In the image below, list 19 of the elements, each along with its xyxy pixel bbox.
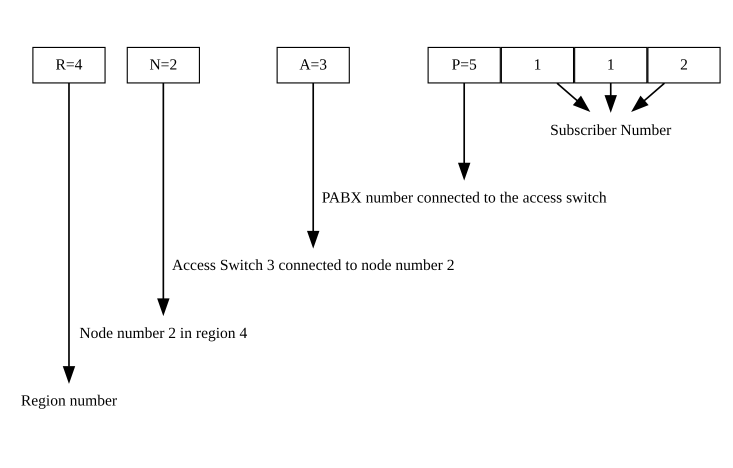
node-box: P=5 bbox=[428, 46, 501, 84]
arrow bbox=[631, 82, 665, 112]
node-box: 1 bbox=[500, 46, 574, 84]
arrow bbox=[62, 82, 76, 384]
node-text: Subscriber Number bbox=[550, 121, 672, 138]
arrow bbox=[157, 82, 170, 316]
node-text: PABX number connected to the access switch bbox=[322, 189, 607, 206]
arrow bbox=[458, 82, 470, 180]
arrow bbox=[556, 82, 590, 112]
node-box: A=3 bbox=[276, 46, 350, 84]
arrow bbox=[604, 82, 617, 112]
node-box: 2 bbox=[647, 46, 721, 84]
node-box: R=4 bbox=[32, 46, 106, 84]
node-box: 1 bbox=[574, 46, 648, 84]
node-text: Access Switch 3 connected to node number 2 bbox=[172, 256, 454, 274]
node-box: N=2 bbox=[126, 46, 200, 84]
node-text: Region number bbox=[20, 392, 118, 410]
arrow bbox=[306, 82, 320, 248]
node-text: Node number 2 in region 4 bbox=[79, 324, 248, 342]
